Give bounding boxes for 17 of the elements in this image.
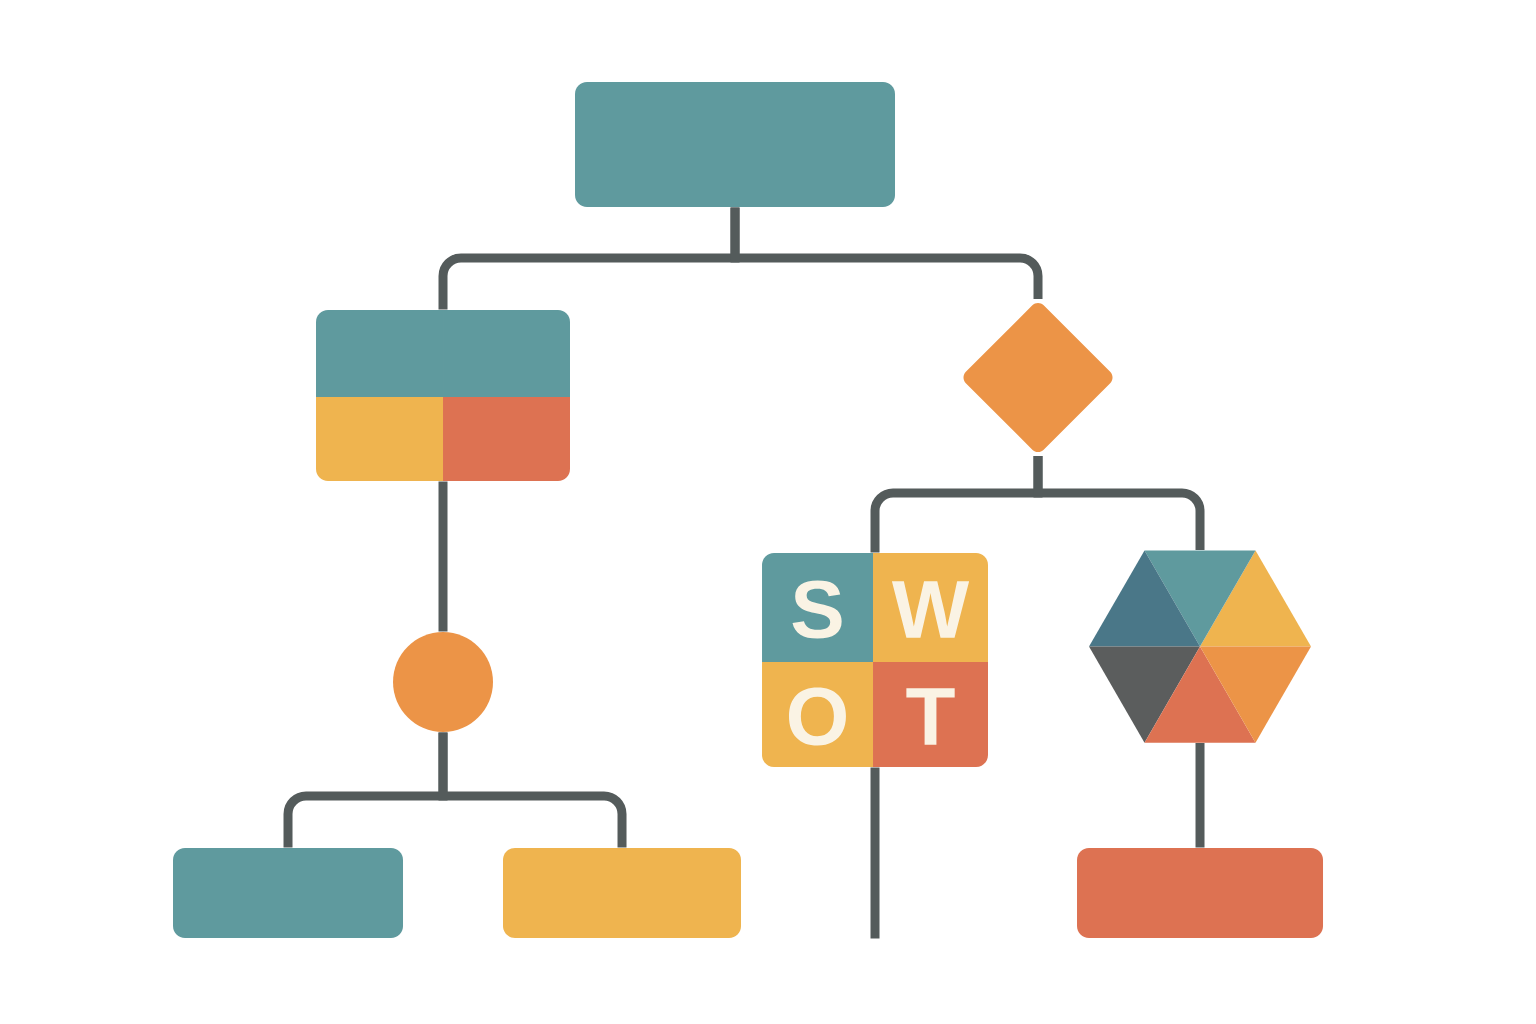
decision-diamond xyxy=(963,303,1113,453)
process-box xyxy=(503,848,741,938)
process-box xyxy=(173,848,403,938)
connector-line xyxy=(870,767,880,939)
connector-line xyxy=(1195,743,1205,848)
grid-letter: T xyxy=(906,688,955,745)
connector-line xyxy=(438,732,627,848)
connector-line xyxy=(438,481,448,632)
quadrant-box xyxy=(316,310,570,481)
grid-letter: W xyxy=(891,581,970,638)
grid-letter: O xyxy=(789,687,846,746)
process-box xyxy=(1077,848,1323,938)
segmented-hexagon xyxy=(1089,550,1311,743)
circle-node xyxy=(393,632,493,732)
grid-letter: S xyxy=(792,580,842,639)
process-box xyxy=(575,82,895,207)
connector-line xyxy=(1033,455,1205,550)
